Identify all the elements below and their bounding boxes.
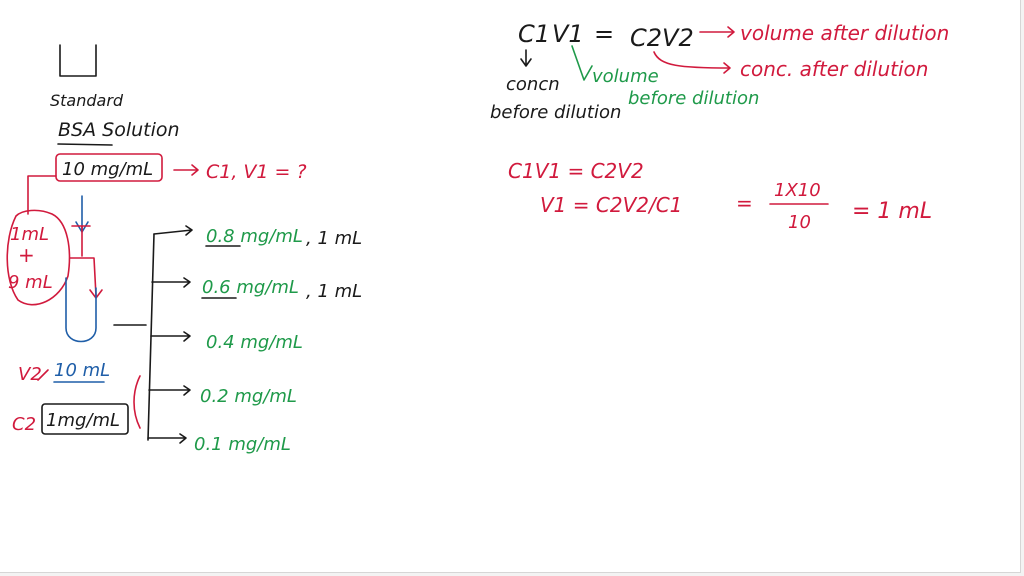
series-arrow-3 — [150, 331, 191, 342]
c2-value: 1mg/mL — [46, 410, 120, 431]
formula-c2v2: C2V2 — [630, 24, 694, 52]
conc-n-label: concn — [506, 74, 560, 95]
series-arrow-2 — [151, 277, 191, 288]
tube-fill-arrow — [69, 257, 103, 299]
stock-to-aliquot-line — [27, 175, 57, 215]
c2-value-box — [41, 403, 129, 435]
v2-tick — [37, 369, 49, 381]
conc-after-arrow — [653, 51, 731, 74]
vol-before-arrow — [571, 45, 593, 81]
c1-down-arrow — [520, 49, 532, 67]
standard-label: Standard — [50, 91, 124, 110]
formula-v1: V1 — [552, 20, 584, 48]
series-arrow-1 — [153, 225, 193, 236]
vol-before-sub-label: before dilution — [628, 88, 759, 109]
before-dilution-label: before dilution — [490, 102, 621, 123]
series-conc-2: 0.6 mg/mL — [202, 277, 299, 298]
series-vol-1: , 1 mL — [306, 228, 362, 249]
vol-after-label: volume after dilution — [740, 21, 949, 45]
eq2-lhs: V1 = C2V2/C1 — [540, 193, 682, 217]
stock-conc-box — [55, 153, 163, 182]
c2-label: C2 — [12, 414, 36, 435]
vol-after-arrow — [699, 26, 735, 38]
aliquot-circle — [6, 209, 71, 306]
nine-ml-text: 9 mL — [8, 272, 53, 293]
bsa-underline — [57, 143, 113, 146]
vol-before-label: volume — [592, 66, 659, 87]
fraction-numerator: 1X10 — [774, 180, 821, 201]
fraction-denominator: 10 — [788, 212, 811, 233]
eq1-text: C1V1 = C2V2 — [508, 159, 644, 183]
series-conc-3: 0.4 mg/mL — [206, 332, 303, 353]
series-arrow-4 — [148, 385, 191, 396]
series-vol-2: , 1 mL — [306, 281, 362, 302]
series-bracket — [147, 233, 155, 441]
series-conc-4: 0.2 mg/mL — [200, 386, 297, 407]
result-text: = 1 mL — [852, 199, 932, 224]
bsa-solution-label: BSA Solution — [58, 119, 180, 141]
conc-after-label: conc. after dilution — [740, 57, 928, 81]
v2-label: V2 — [18, 364, 42, 385]
beaker-sketch — [59, 44, 97, 77]
c1v1-question: C1, V1 = ? — [206, 161, 307, 183]
stock-conc-text: 10 mg/mL — [62, 159, 153, 180]
series-conc-1: 0.8 mg/mL — [206, 226, 303, 247]
formula-c1: C1 — [518, 20, 550, 48]
stock-arrow — [173, 164, 199, 176]
one-ml-text: 1mL — [10, 224, 49, 245]
series-red-bracket — [133, 375, 141, 429]
test-tube — [65, 277, 97, 343]
pipette-mark — [71, 225, 91, 257]
v2-value: 10 mL — [54, 360, 110, 381]
plus-text: + — [18, 243, 35, 267]
eq2-equals: = — [736, 191, 753, 215]
series-conc-5: 0.1 mg/mL — [194, 434, 291, 455]
formula-equals: = — [594, 20, 614, 48]
series-arrow-5 — [147, 433, 187, 444]
